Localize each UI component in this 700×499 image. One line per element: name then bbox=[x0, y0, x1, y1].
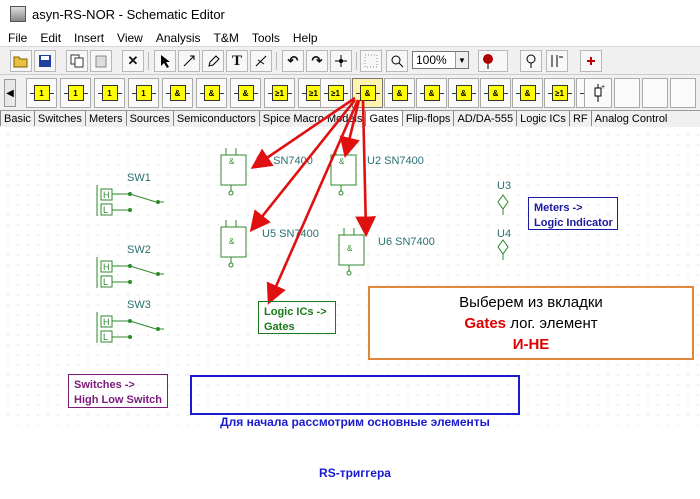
chevron-down-icon[interactable]: ▼ bbox=[455, 52, 468, 68]
text-tool-icon[interactable]: T bbox=[226, 50, 248, 72]
part-buffer[interactable]: 1 bbox=[26, 78, 57, 108]
part-or[interactable]: ≥1 bbox=[264, 78, 295, 108]
menu-view[interactable]: View bbox=[117, 30, 143, 45]
part-and4[interactable]: & bbox=[384, 78, 415, 108]
parts-toolbar: ◀ 1 1 1 1 & & & ≥1 ≥1 ≥1 & & & & & & ≥1 … bbox=[0, 74, 700, 111]
callout-line3: И-НЕ bbox=[512, 336, 550, 353]
instruction-callout: Выберем из вкладки Gates лог. элемент И-… bbox=[368, 286, 694, 360]
menu-insert[interactable]: Insert bbox=[74, 30, 105, 45]
select-arrow-icon[interactable] bbox=[154, 50, 176, 72]
callout-line2-rest: лог. элемент bbox=[506, 315, 598, 332]
part-power-pin[interactable]: + bbox=[584, 78, 612, 108]
callout-line1: Выберем из вкладки bbox=[459, 294, 603, 311]
logic-analyzer-icon[interactable] bbox=[546, 50, 568, 72]
open-folder-icon[interactable] bbox=[10, 50, 32, 72]
part-empty-slot[interactable] bbox=[670, 78, 696, 108]
part-or4[interactable]: ≥1 bbox=[544, 78, 575, 108]
callout-gates-highlight: Gates bbox=[464, 315, 507, 332]
title-bar: asyn-RS-NOR - Schematic Editor bbox=[0, 0, 700, 28]
zoom-value: 100% bbox=[416, 53, 447, 67]
pencil-icon[interactable] bbox=[202, 50, 224, 72]
tab-sources[interactable]: Sources bbox=[125, 111, 173, 126]
dc-analysis-icon[interactable] bbox=[478, 50, 508, 72]
tab-basic[interactable]: Basic bbox=[0, 111, 34, 126]
tab-rf[interactable]: RF bbox=[568, 111, 591, 126]
paste-icon[interactable] bbox=[90, 50, 112, 72]
add-part-icon[interactable] bbox=[580, 50, 602, 72]
tab-ad-da-555[interactable]: AD/DA-555 bbox=[453, 111, 516, 126]
main-toolbar: ✕ T ↶ ↷ 100% ▼ bbox=[0, 46, 700, 75]
tab-switches[interactable]: Switches bbox=[33, 111, 85, 126]
app-icon bbox=[10, 6, 26, 22]
tab-meters[interactable]: Meters bbox=[84, 111, 126, 126]
toolbar-separator bbox=[276, 52, 277, 70]
menu-bar: File Edit Insert View Analysis T&M Tools… bbox=[0, 29, 700, 46]
part-nand3[interactable]: & bbox=[416, 78, 447, 108]
switch-label: SW3 bbox=[127, 299, 151, 311]
zoom-icon[interactable] bbox=[386, 50, 408, 72]
part-empty-slot[interactable] bbox=[642, 78, 668, 108]
part-and[interactable]: & bbox=[162, 78, 193, 108]
switch-label: SW1 bbox=[127, 172, 151, 184]
menu-tools[interactable]: Tools bbox=[251, 30, 280, 45]
tab-spice-macro-models[interactable]: Spice Macro Models bbox=[258, 111, 366, 126]
note-meters: Meters -> Logic Indicator bbox=[528, 197, 618, 230]
tab-semiconductors[interactable]: Semiconductors bbox=[172, 111, 259, 126]
part-inverter[interactable]: 1 bbox=[94, 78, 125, 108]
menu-edit[interactable]: Edit bbox=[40, 30, 62, 45]
part-buffer[interactable]: 1 bbox=[60, 78, 91, 108]
save-icon[interactable] bbox=[34, 50, 56, 72]
probe-icon[interactable] bbox=[520, 50, 542, 72]
gate-label: U6 SN7400 bbox=[378, 236, 435, 248]
part-nand[interactable]: & bbox=[196, 78, 227, 108]
menu-file[interactable]: File bbox=[8, 30, 28, 45]
menu-help[interactable]: Help bbox=[292, 30, 318, 45]
part-nand4[interactable]: & bbox=[480, 78, 511, 108]
note-rs-trigger: Для начала рассмотрим основные элементы … bbox=[190, 375, 520, 480]
tab-analog-control[interactable]: Analog Control bbox=[590, 111, 671, 126]
note-switches: Switches -> High Low Switch bbox=[68, 374, 168, 408]
tab-flip-flops[interactable]: Flip-flops bbox=[401, 111, 454, 126]
scroll-left-icon[interactable]: ◀ bbox=[4, 79, 16, 107]
note-rs-line2: RS-триггера bbox=[319, 466, 391, 480]
note-rs-line1: Для начала рассмотрим основные элементы bbox=[220, 415, 490, 429]
copy-icon[interactable] bbox=[66, 50, 88, 72]
wire-tool-icon[interactable] bbox=[178, 50, 200, 72]
toolbar-separator bbox=[356, 52, 357, 70]
window-title: asyn-RS-NOR - Schematic Editor bbox=[32, 6, 225, 22]
callout-line2: Gates лог. элемент bbox=[370, 313, 692, 334]
note-logic-ics: Logic ICs -> Gates bbox=[258, 301, 336, 334]
tab-gates[interactable]: Gates bbox=[365, 111, 402, 126]
part-or3[interactable]: ≥1 bbox=[320, 78, 351, 108]
tab-logic-ics[interactable]: Logic ICs bbox=[516, 111, 569, 126]
grid-toggle-icon[interactable] bbox=[360, 50, 382, 72]
gate-label: U5 SN7400 bbox=[262, 228, 319, 240]
gate-label: U1 SN7400 bbox=[256, 155, 313, 167]
switch-label: SW2 bbox=[127, 244, 151, 256]
graph-tool-icon[interactable] bbox=[250, 50, 272, 72]
gate-label: U2 SN7400 bbox=[367, 155, 424, 167]
part-schmitt[interactable]: 1 bbox=[128, 78, 159, 108]
junction-icon[interactable] bbox=[330, 50, 352, 72]
menu-tm[interactable]: T&M bbox=[213, 30, 239, 45]
zoom-select[interactable]: 100% ▼ bbox=[412, 51, 469, 69]
indicator-label: U3 bbox=[497, 180, 512, 192]
part-empty-slot[interactable] bbox=[614, 78, 640, 108]
part-and6[interactable]: & bbox=[512, 78, 543, 108]
menu-analysis[interactable]: Analysis bbox=[155, 30, 201, 45]
toolbar-separator bbox=[148, 52, 149, 70]
indicator-label: U4 bbox=[497, 228, 512, 240]
rotate-right-icon[interactable]: ↷ bbox=[306, 50, 328, 72]
delete-icon[interactable]: ✕ bbox=[122, 50, 144, 72]
svg-text:+: + bbox=[601, 84, 605, 91]
rotate-left-icon[interactable]: ↶ bbox=[282, 50, 304, 72]
part-and3[interactable]: & bbox=[230, 78, 261, 108]
part-and5[interactable]: & bbox=[448, 78, 479, 108]
part-nand-selected[interactable]: & bbox=[352, 78, 383, 108]
